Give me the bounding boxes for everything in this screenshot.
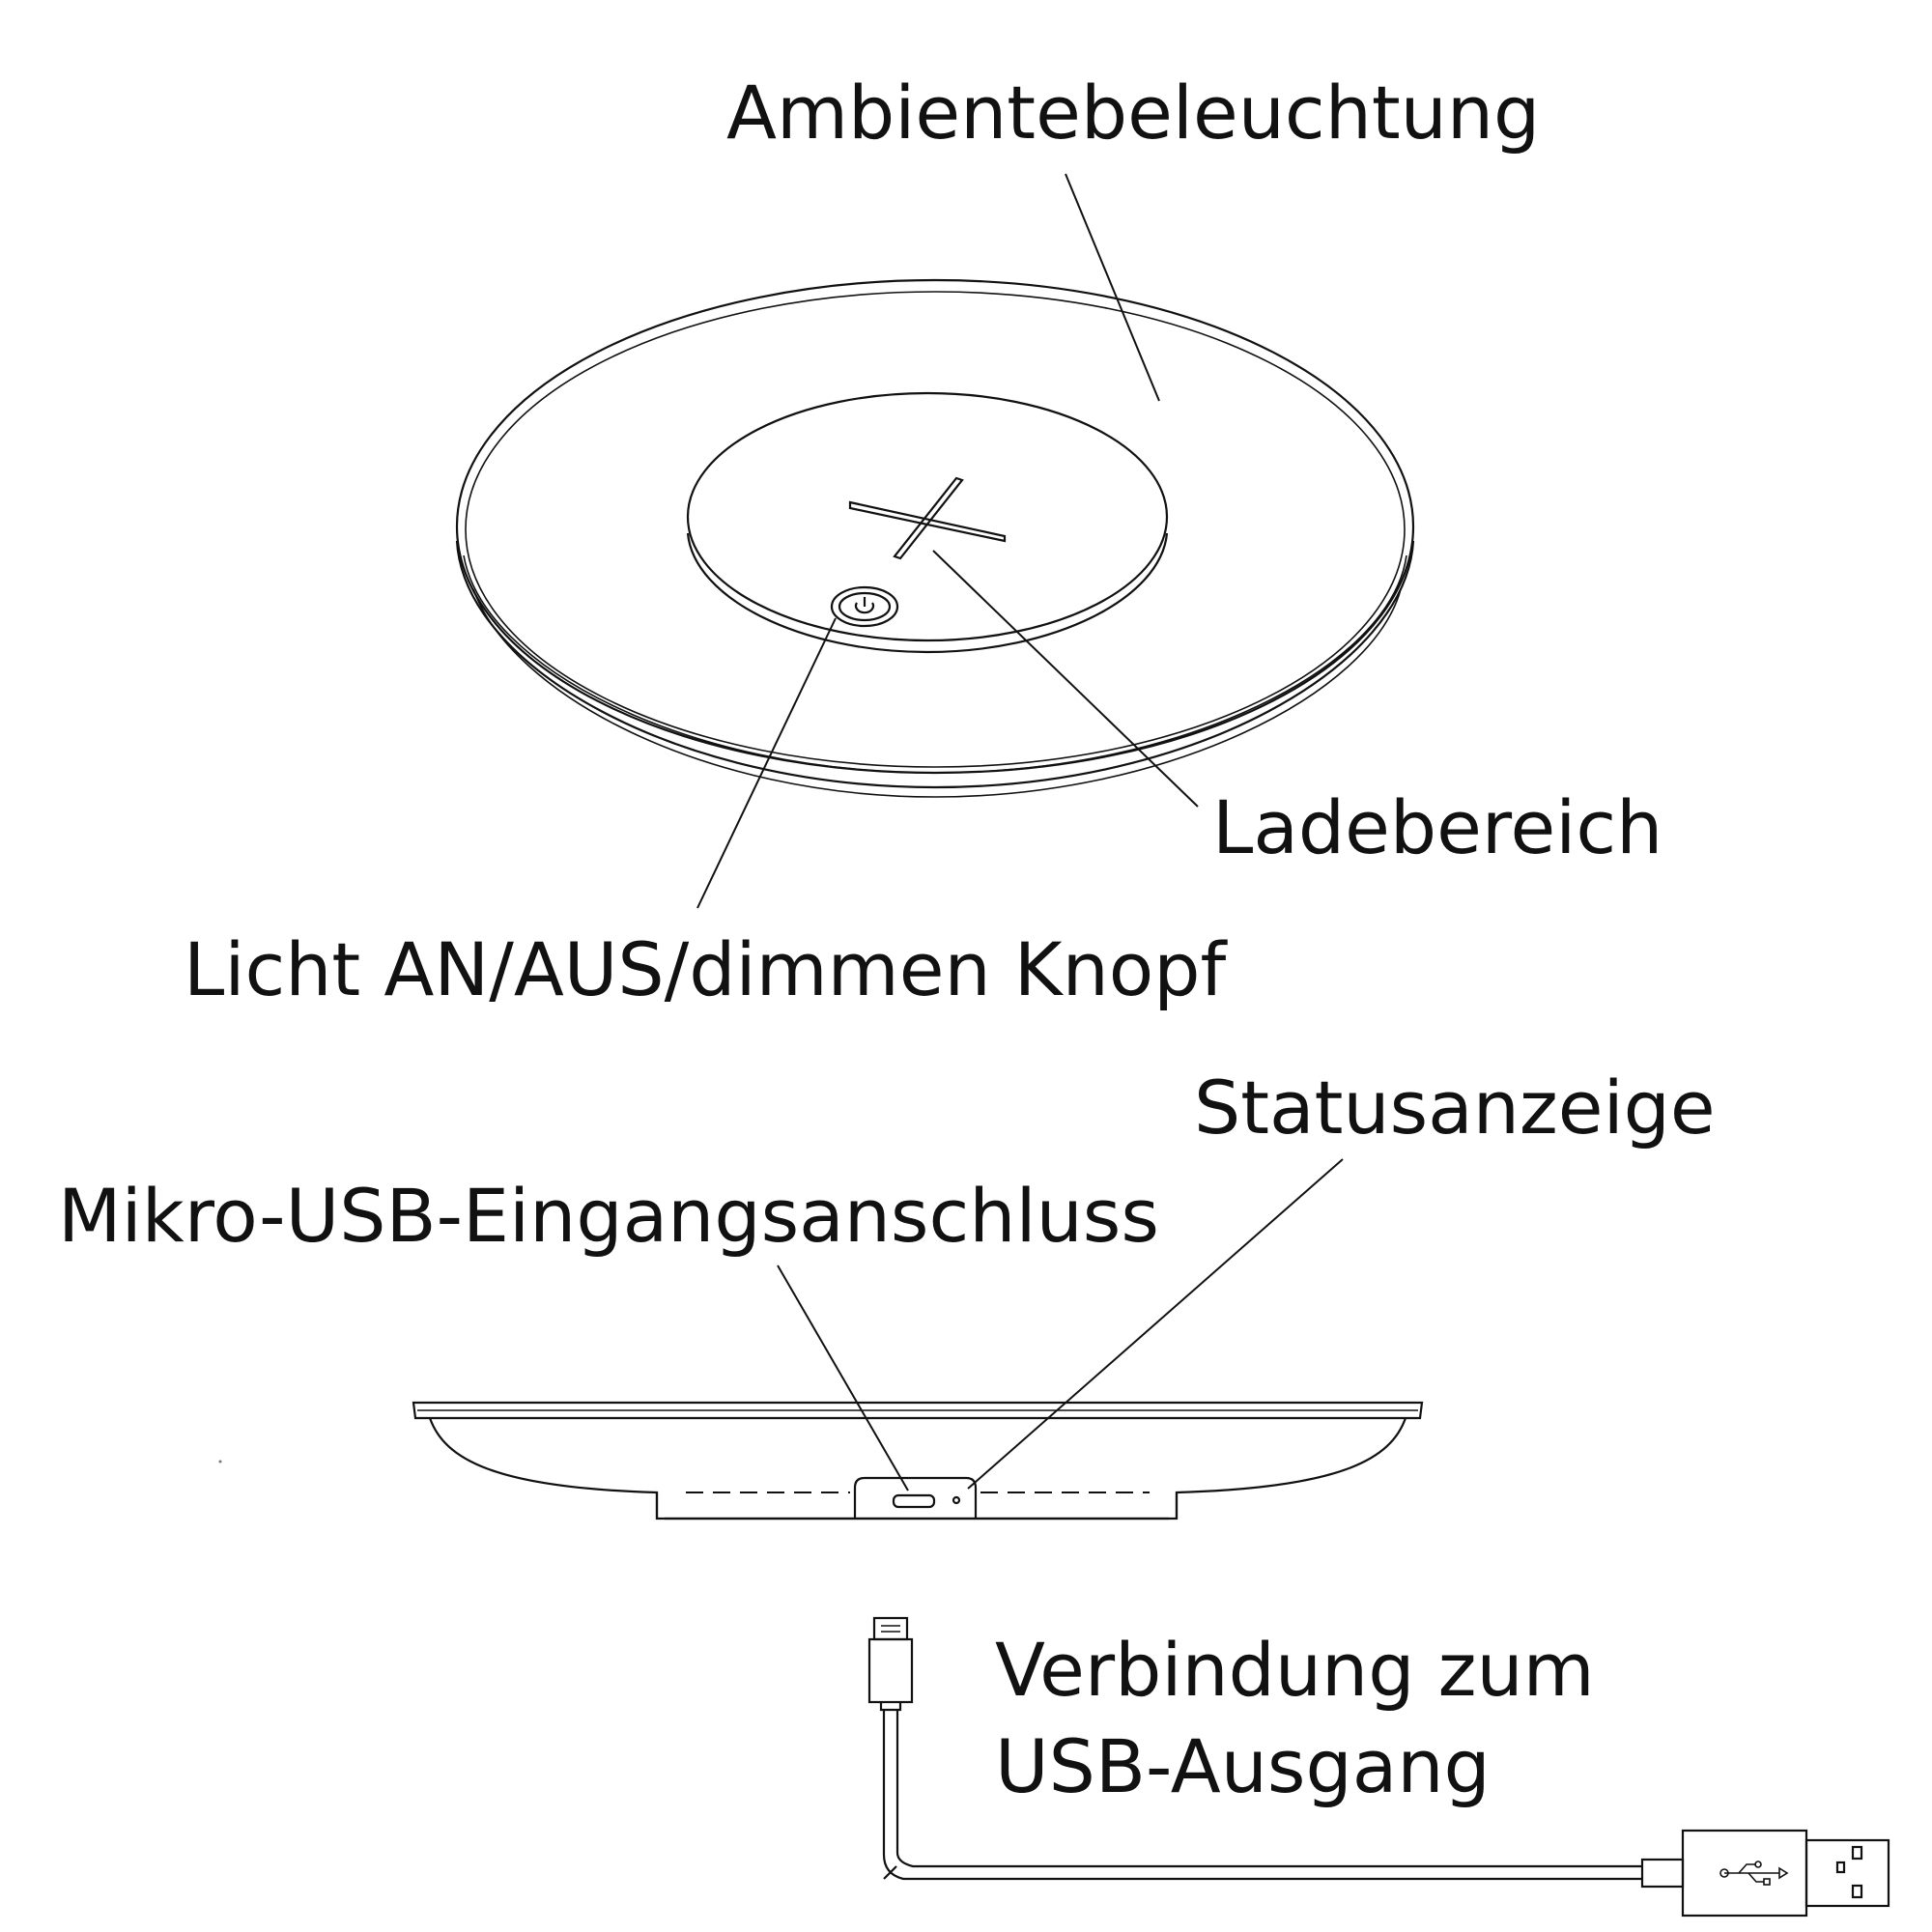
charging-area-side [686, 532, 1169, 654]
side-base [655, 1492, 1179, 1519]
port-housing [853, 1476, 978, 1519]
usb-a-strain-relief [1640, 1858, 1685, 1889]
pad-bottom-edge [472, 588, 1402, 798]
side-top-plate [412, 1401, 1424, 1420]
charging-area-top [686, 391, 1169, 642]
pad-outer-rim-inner [465, 291, 1406, 768]
pad-side-edge [455, 540, 1415, 789]
stray-dot [218, 1460, 222, 1463]
usb-a-head [1804, 1838, 1890, 1908]
leader-light-button [696, 617, 837, 909]
power-icon[interactable] [830, 585, 899, 628]
pad-side-view [218, 1401, 1424, 1520]
leader-ambient-lighting [1065, 173, 1160, 402]
cross-mark-icon [848, 476, 1007, 560]
side-body [428, 1417, 1407, 1520]
cable-wire [882, 1710, 1642, 1881]
leader-charging-area [932, 550, 1199, 808]
label-charging-area: Ladebereich [1212, 784, 1662, 870]
usb-symbol-icon [1719, 1861, 1789, 1886]
leader-micro-usb [777, 1264, 909, 1492]
usb-cable [867, 1616, 1890, 1918]
pad-top-view [455, 278, 1415, 798]
label-usb-output-line2: USB-Ausgang [995, 1723, 1491, 1809]
label-light-button: Licht AN/AUS/dimmen Knopf [184, 926, 1229, 1012]
leader-status [967, 1158, 1344, 1490]
label-usb-output-line1: Verbindung zum [995, 1627, 1595, 1713]
status-led [952, 1495, 961, 1505]
micro-usb-port [892, 1493, 936, 1509]
micro-usb-connector-body [867, 1637, 914, 1704]
pad-side-edge-inner [463, 554, 1407, 774]
label-micro-usb-input: Mikro-USB-Eingangsanschluss [58, 1173, 1159, 1259]
label-ambient-lighting: Ambientebeleuchtung [726, 70, 1540, 156]
micro-usb-connector-tip [872, 1616, 909, 1641]
label-status-indicator: Statusanzeige [1194, 1065, 1716, 1151]
